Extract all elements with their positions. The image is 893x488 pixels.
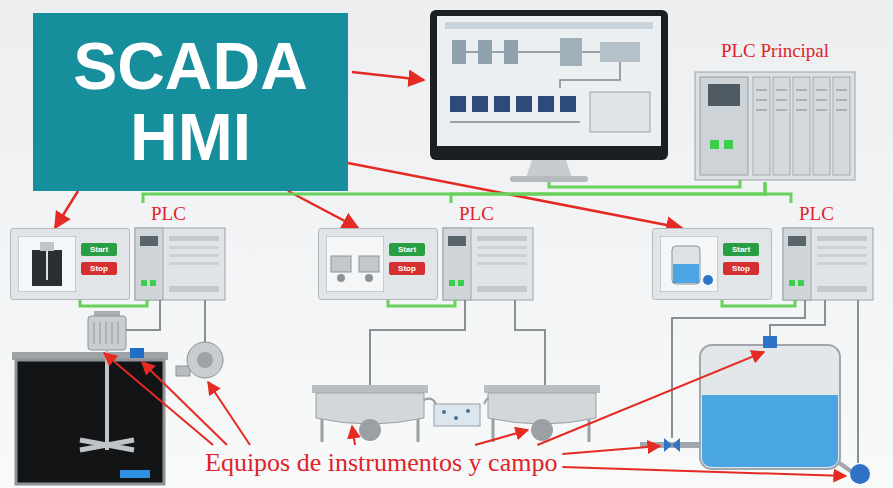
hmi-button: Start [723,243,759,256]
leader-arrow [208,382,250,445]
device-label: PLC [459,203,494,225]
network-cable [388,300,455,306]
leader-arrow [352,426,355,445]
process-vessels [312,385,600,442]
hmi-button: Stop [389,262,425,275]
leader-arrow [104,353,213,445]
callout-label: Equipos de instrumentos y campo [205,448,557,478]
pointer-arrow [352,72,424,80]
device-label: PLC Principal [695,40,855,62]
leader-arrow [562,467,846,476]
pump [176,342,223,378]
plc-device [783,228,873,300]
hmi-button: Stop [81,262,117,275]
plc-unit: PLC [443,203,533,300]
main-plc: PLC Principal [695,40,855,182]
hmi-panel: StartStop [652,228,772,300]
device-label: PLC [799,203,834,225]
device-label: PLC [151,203,186,225]
hmi-screen [326,236,384,292]
network-cable [722,300,795,306]
network-cable [765,182,791,203]
leader-arrow [475,430,528,445]
hmi-button: Start [81,243,117,256]
scada-monitor [430,10,668,182]
plc-device [135,228,225,300]
hmi-button: Start [389,243,425,256]
pointer-arrow [288,191,358,228]
hmi-screen [660,236,718,292]
hmi-panel: StartStop [10,228,130,300]
network-cable [80,300,147,306]
leader-arrow [562,446,660,454]
plc-unit: PLC [783,203,873,300]
plc-device [443,228,533,300]
leader-arrow [142,362,227,445]
network-cable [549,180,740,187]
storage-tank [640,336,870,484]
leader-arrow [537,352,764,445]
hmi-panel: StartStop [318,228,438,300]
scada-hmi-box: SCADA HMI [33,13,348,191]
pointer-arrow [55,191,78,228]
main-plc-device [695,72,855,180]
hmi-button: Stop [723,262,759,275]
hmi-screen [18,236,76,292]
plc-unit: PLC [135,203,225,300]
title-text: SCADA HMI [56,31,326,174]
network-cable [451,182,765,203]
mixer-tank [12,311,168,484]
